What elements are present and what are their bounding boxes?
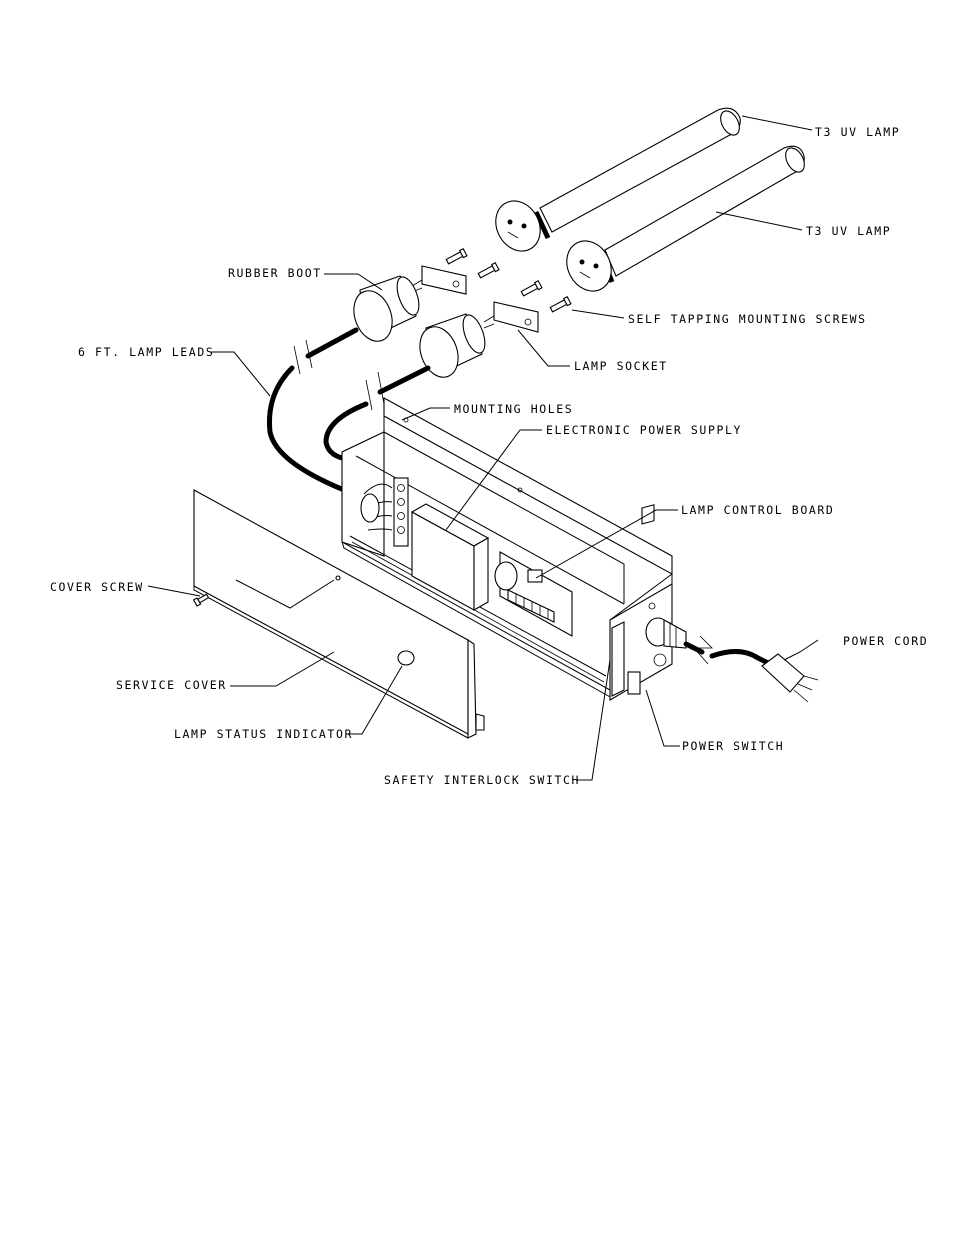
uv-lamp-lower <box>558 145 808 299</box>
label-mounting-holes: MOUNTING HOLES <box>454 402 573 416</box>
electronic-power-supply-module <box>412 504 488 610</box>
lamp-socket-lower <box>484 302 538 332</box>
label-rubber-boot: RUBBER BOOT <box>228 266 322 280</box>
label-lamp-status-indicator: LAMP STATUS INDICATOR <box>174 727 353 741</box>
power-cord <box>686 636 818 702</box>
rubber-boot-upper <box>347 274 423 346</box>
safety-interlock-switch <box>612 622 624 696</box>
lamp-socket-upper <box>412 266 466 294</box>
cover-screw-hole <box>336 576 340 580</box>
label-power-switch: POWER SWITCH <box>682 739 784 753</box>
lamp-status-indicator-lens <box>398 651 414 665</box>
label-t3-uv-lamp-upper: T3 UV LAMP <box>815 125 900 139</box>
label-power-cord: POWER CORD <box>843 634 928 648</box>
power-plug <box>762 654 818 702</box>
label-electronic-power-supply: ELECTRONIC POWER SUPPLY <box>546 423 742 437</box>
label-self-tapping-screws: SELF TAPPING MOUNTING SCREWS <box>628 312 867 326</box>
label-t3-uv-lamp-lower: T3 UV LAMP <box>806 224 891 238</box>
label-lamp-control-board: LAMP CONTROL BOARD <box>681 503 834 517</box>
label-cover-screw: COVER SCREW <box>50 580 144 594</box>
label-lamp-leads: 6 FT. LAMP LEADS <box>78 345 214 359</box>
cord-strain-relief <box>646 618 686 648</box>
label-safety-interlock-switch: SAFETY INTERLOCK SWITCH <box>384 773 580 787</box>
label-lamp-socket: LAMP SOCKET <box>574 359 668 373</box>
label-service-cover: SERVICE COVER <box>116 678 227 692</box>
uv-lamp-upper <box>487 108 743 259</box>
